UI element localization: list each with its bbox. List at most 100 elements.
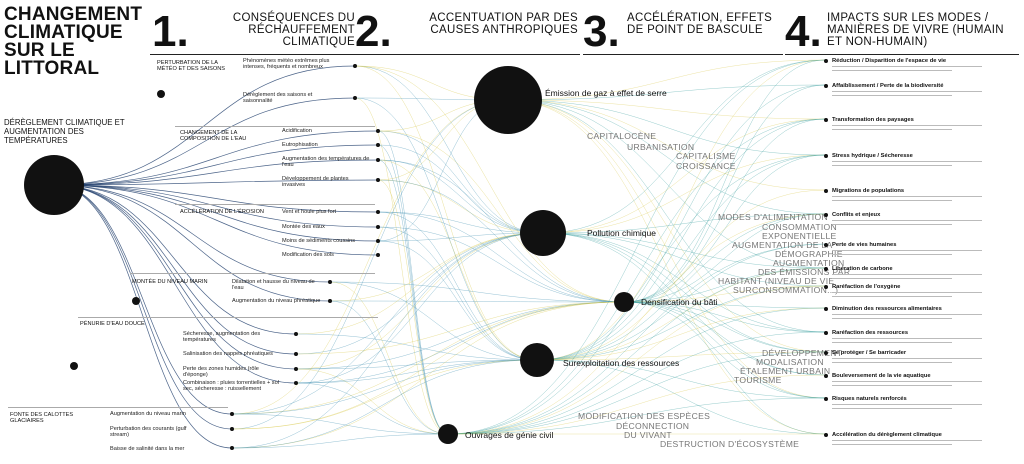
concept-tourisme: TOURISME xyxy=(734,375,782,385)
item-node-17 xyxy=(230,427,234,431)
impact-node-14 xyxy=(824,433,828,437)
connection-line-77 xyxy=(231,433,449,449)
connection-line-6 xyxy=(53,184,379,213)
impact-filler-5-1 xyxy=(832,224,952,226)
impact-title-11: Se protéger / Se barricader xyxy=(832,350,907,356)
concept-developpement: DÉVELOPPEMENT xyxy=(762,348,843,358)
connection-line-54 xyxy=(295,232,544,335)
connection-line-81 xyxy=(507,99,827,156)
connection-line-42 xyxy=(377,211,538,361)
concept-vivant: DU VIVANT xyxy=(624,430,672,440)
impact-node-1 xyxy=(824,84,828,88)
column-4-number: 4. xyxy=(785,7,822,56)
item-runoff: Combinaison : pluies torrentielles + sol… xyxy=(183,380,279,393)
impact-filler-3-0 xyxy=(832,161,982,163)
item-node-16 xyxy=(230,412,234,416)
cause-label-overexploitation: Surexploitation des ressources xyxy=(563,358,680,368)
item-node-14 xyxy=(294,367,298,371)
impact-filler-1-1 xyxy=(832,95,952,97)
connection-line-69 xyxy=(231,359,538,415)
connection-line-27 xyxy=(377,130,544,234)
cause-label-ghg: Émission de gaz à effet de serre xyxy=(545,88,667,98)
item-water-temp: Augmentation des températures de l'eau xyxy=(282,156,370,169)
impact-title-14: Accélération du dérèglement climatique xyxy=(832,432,942,438)
column-3-title: ACCÉLÉRATION, EFFETS DE POINT DE BASCULE xyxy=(627,12,773,36)
connection-line-133 xyxy=(447,331,827,435)
connection-line-62 xyxy=(295,232,544,384)
item-node-13 xyxy=(294,352,298,356)
connection-line-8 xyxy=(53,184,379,242)
item-glacier-sea-level: Augmentation du niveau marin xyxy=(110,411,186,417)
item-node-6 xyxy=(376,210,380,214)
item-node-15 xyxy=(294,381,298,385)
connection-line-80 xyxy=(507,99,827,120)
connection-line-41 xyxy=(377,211,625,303)
impact-filler-9-1 xyxy=(832,318,952,320)
connection-line-115 xyxy=(536,154,827,361)
connection-line-10 xyxy=(53,184,331,283)
cause-label-density: Densification du bâti xyxy=(641,297,718,307)
item-node-3 xyxy=(376,143,380,147)
impact-filler-4-0 xyxy=(832,196,982,198)
impact-filler-11-1 xyxy=(832,362,952,364)
connection-line-87 xyxy=(507,99,827,399)
connection-line-9 xyxy=(53,184,379,256)
item-node-2 xyxy=(376,129,380,133)
connection-line-43 xyxy=(377,226,625,303)
impact-filler-7-0 xyxy=(832,274,982,276)
connection-line-83 xyxy=(507,99,827,215)
impact-filler-4-1 xyxy=(832,200,952,202)
connection-line-15 xyxy=(53,184,297,384)
connection-line-127 xyxy=(447,154,827,435)
impact-filler-2-0 xyxy=(832,125,982,127)
connection-line-98 xyxy=(542,232,827,399)
column-3-number: 3. xyxy=(583,7,620,56)
connection-line-109 xyxy=(623,301,827,376)
item-node-12 xyxy=(294,332,298,336)
cause-node-chemical xyxy=(520,210,566,256)
impact-node-11 xyxy=(824,351,828,355)
connection-line-118 xyxy=(536,243,827,361)
connection-line-76 xyxy=(231,359,538,449)
connection-line-88 xyxy=(507,99,827,435)
item-acidification: Acidification xyxy=(282,128,312,134)
item-node-18 xyxy=(230,446,234,450)
item-weather-extreme: Phénomènes météo extrêmes plus intenses,… xyxy=(243,58,330,71)
item-node-7 xyxy=(376,225,380,229)
connection-line-30 xyxy=(377,144,544,234)
connection-line-96 xyxy=(542,232,827,353)
connection-line-48 xyxy=(329,281,625,303)
item-invasive-plants: Développement de plantes invasives xyxy=(282,176,349,189)
connection-line-7 xyxy=(53,184,379,228)
concept-augmentation: AUGMENTATION xyxy=(773,258,845,268)
connection-line-123 xyxy=(536,359,827,399)
impact-filler-0-1 xyxy=(832,70,952,72)
cause-node-civil-works xyxy=(438,424,458,444)
category-erosion: ACCÉLÉRATION DE L'ÉROSION xyxy=(180,209,264,215)
connection-line-16 xyxy=(53,184,233,415)
impact-title-0: Réduction / Disparition de l'espace de v… xyxy=(832,58,947,64)
impact-filler-8-1 xyxy=(832,296,952,298)
connection-line-134 xyxy=(447,351,827,435)
connection-line-61 xyxy=(295,368,449,435)
connection-line-18 xyxy=(53,184,233,449)
concept-alimentation: MODES D'ALIMENTATION xyxy=(718,212,828,222)
connection-line-79 xyxy=(507,84,827,101)
impact-filler-10-0 xyxy=(832,338,982,340)
root-node xyxy=(24,155,84,215)
cause-label-civil-works: Ouvrages de génie civil xyxy=(465,430,554,440)
item-sediments: Moins de sédiments coussins xyxy=(282,238,356,244)
concept-croissance: CROISSANCE xyxy=(676,161,736,171)
concept-demographie: DÉMOGRAPHIE xyxy=(775,249,843,259)
connection-line-44 xyxy=(377,226,538,361)
connection-line-31 xyxy=(377,144,449,435)
connection-line-111 xyxy=(623,301,827,435)
concept-habitant: HABITANT (NIVEAU DE VIE xyxy=(718,276,835,286)
concept-emissions: DES ÉMISSIONS PAR xyxy=(758,267,851,277)
category-node-freshwater xyxy=(70,362,78,370)
connection-line-3 xyxy=(53,144,379,186)
impact-node-0 xyxy=(824,59,828,63)
item-sea-rise: Montée des eaux xyxy=(282,224,325,230)
impact-filler-6-1 xyxy=(832,254,952,256)
item-wetlands: Perte des zones humides (rôle d'éponge) xyxy=(183,366,259,379)
